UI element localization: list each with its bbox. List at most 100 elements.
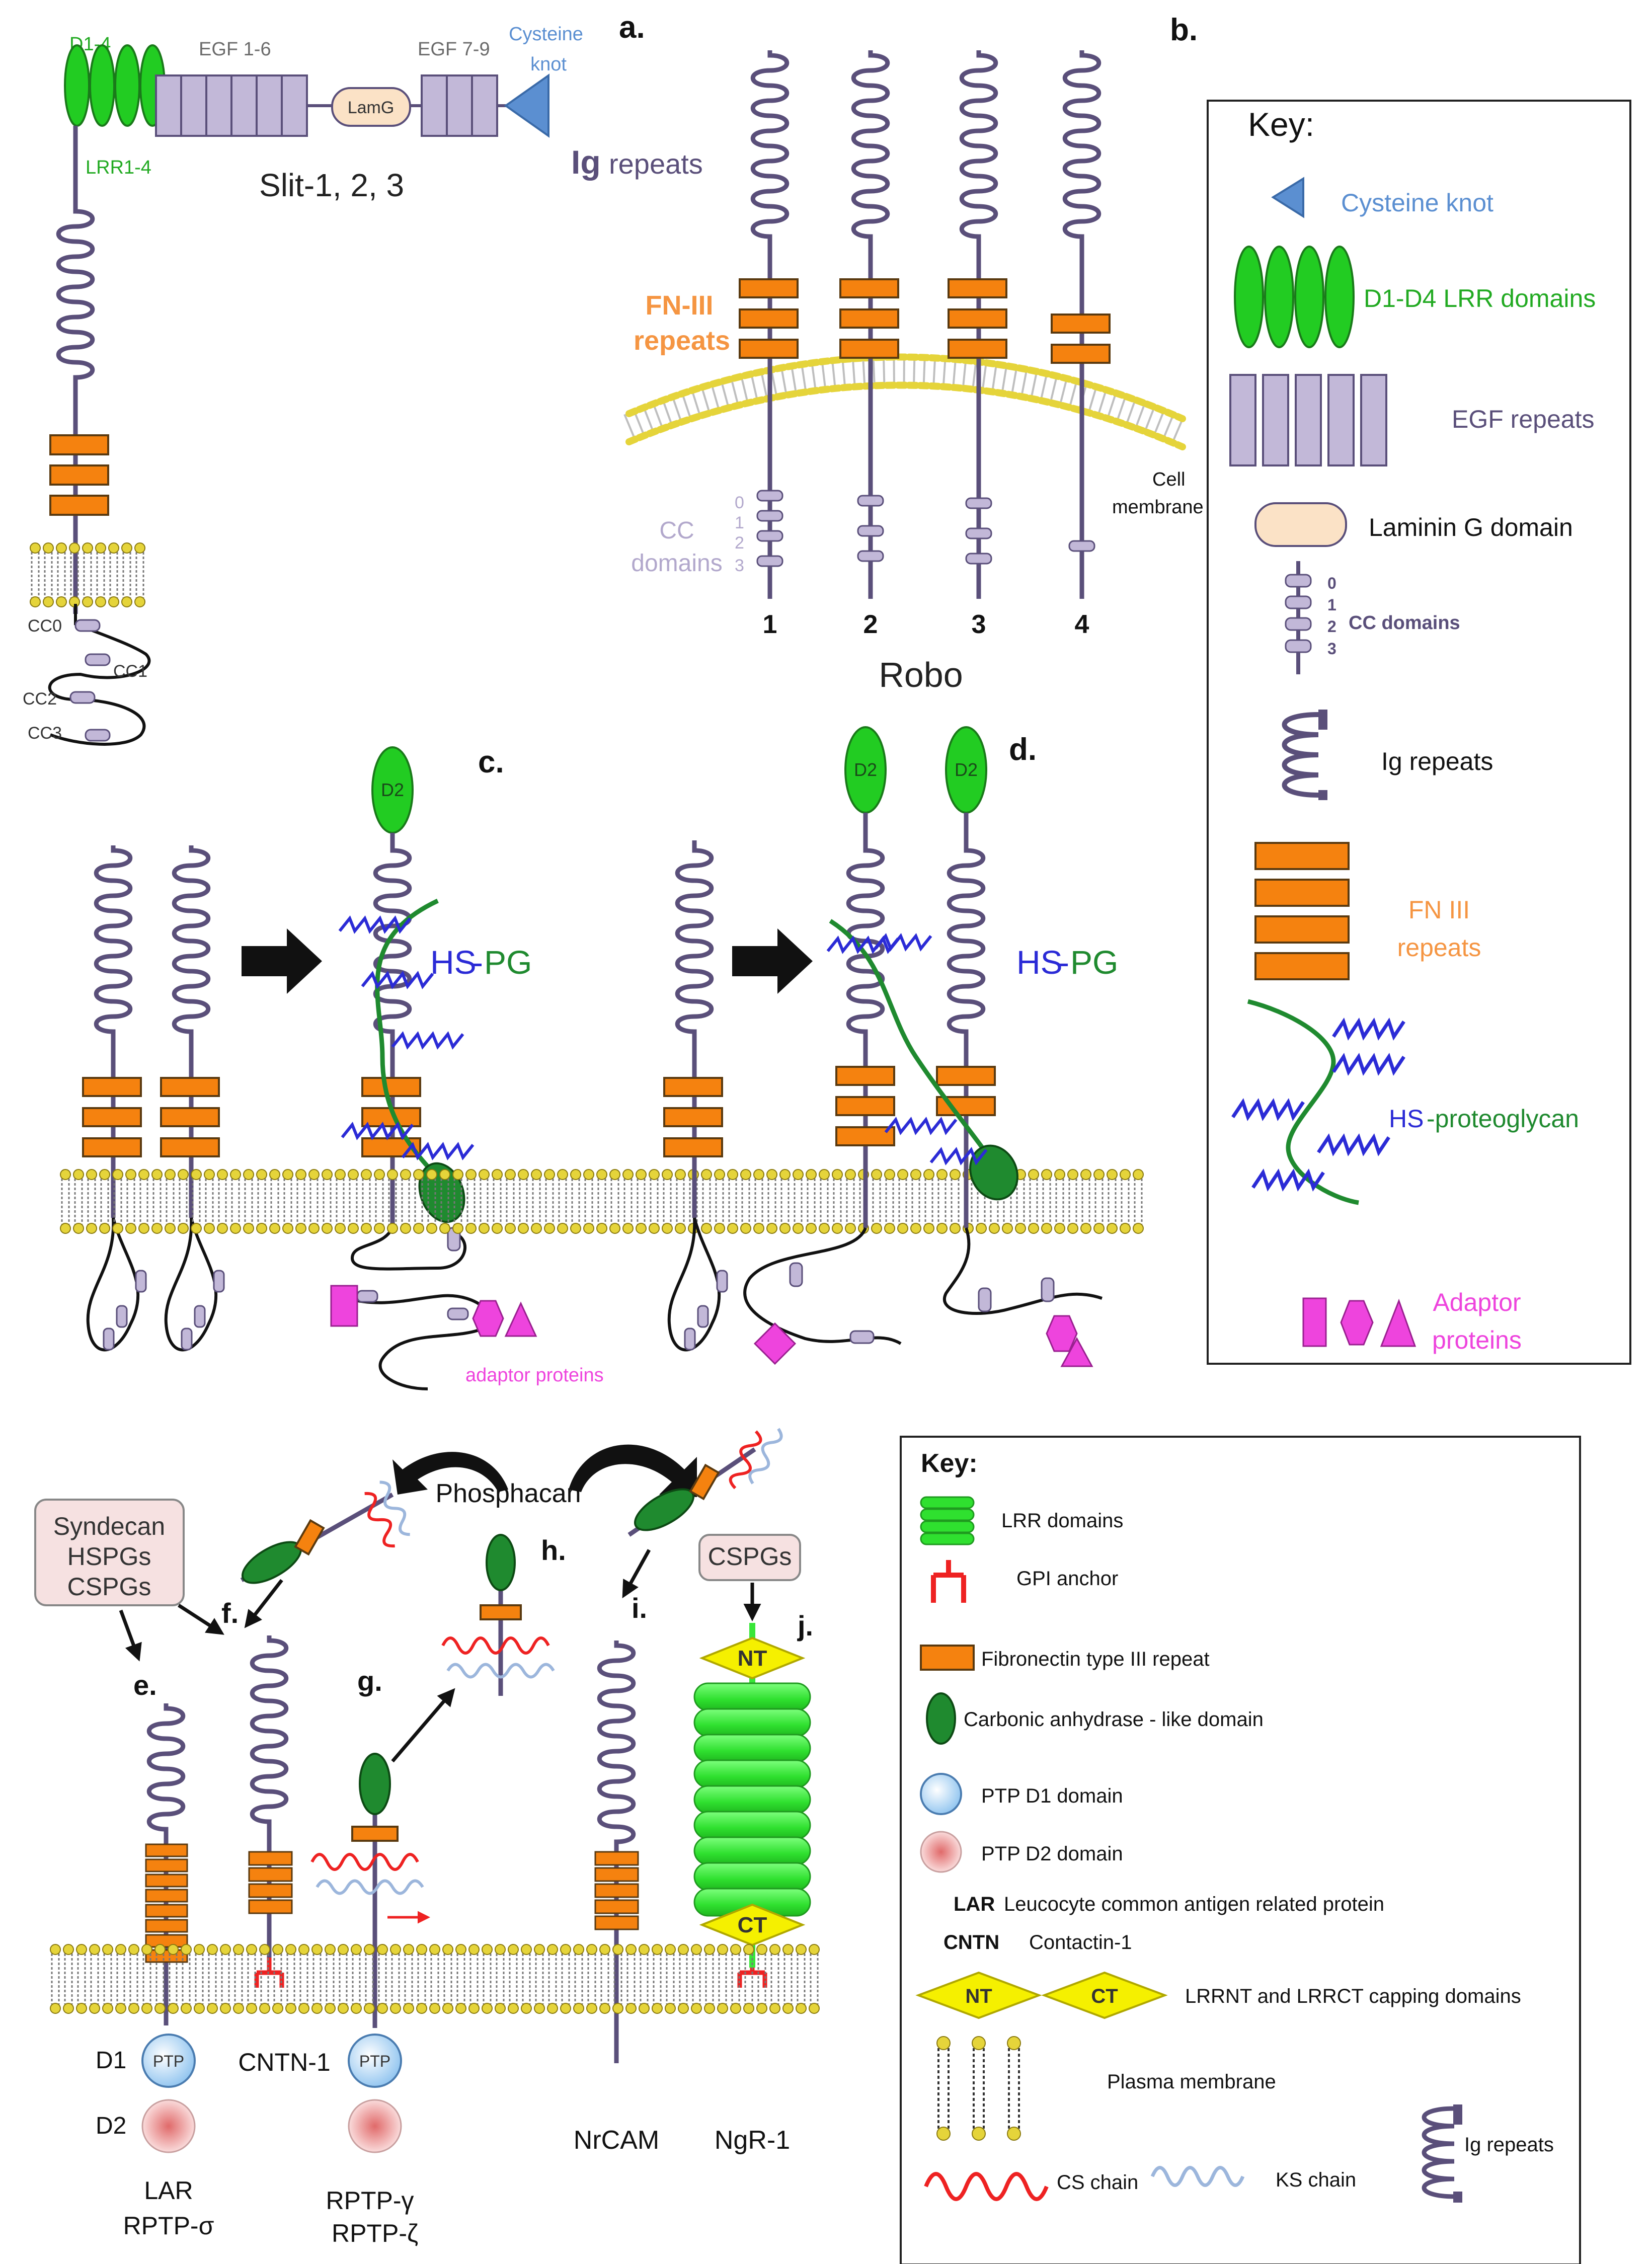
slit-egf16-label: EGF 1-6: [199, 39, 271, 60]
panel-a-cc-num-1: 1: [735, 513, 744, 532]
key2-gpi-icon: [931, 1560, 966, 1603]
panel-c: c. D2: [82, 745, 604, 1390]
key2-lrr-icon: [920, 1496, 975, 1545]
panel-d-d2-b: D2: [955, 759, 978, 780]
arrow-syndecan-f: [178, 1604, 224, 1635]
panel-d-d2-a: D2: [854, 759, 877, 780]
ngr-ct-label: CT: [738, 1913, 767, 1937]
key2-nt-icon: [915, 1971, 1042, 2019]
panel-c-adaptor: adaptor proteins: [465, 1365, 604, 1386]
key2-ptp-d1-icon: [920, 1773, 962, 1815]
panel-d-hs: HS: [1016, 944, 1063, 981]
key2-ig-icon: [1422, 2104, 1462, 2203]
key-adaptor-label-2: proteins: [1432, 1326, 1522, 1354]
key2-cntn-full: Contactin-1: [1029, 1931, 1132, 1954]
slit-lrr-domains: [64, 44, 166, 127]
slit-cys-label-2: knot: [530, 54, 567, 75]
robo-num-2: 2: [863, 610, 878, 639]
d1-label: D1: [96, 2047, 126, 2074]
key2-cntn-abbr: CNTN: [943, 1931, 999, 1954]
key-hs-label-2: -proteoglycan: [1427, 1105, 1579, 1133]
slit-cc2: CC2: [23, 689, 57, 709]
panel-a-letter: a.: [619, 10, 645, 45]
receptor-i-nrcam: [594, 1641, 639, 2063]
panel-d-letter: d.: [1009, 732, 1037, 767]
key2-fn-label: Fibronectin type III repeat: [981, 1648, 1210, 1670]
label-i: i.: [632, 1592, 647, 1624]
slit-cc0: CC0: [28, 616, 62, 636]
label-e: e.: [133, 1669, 157, 1701]
receptor-g-rptp: PTP: [310, 1753, 430, 2153]
panel-a-robo: a. Ig repeats FN-III repeats Cell membra…: [571, 10, 1204, 694]
key2-ct-icon: [1041, 1971, 1168, 2019]
panel-d-arrow: [732, 928, 813, 994]
d2-label: D2: [96, 2113, 126, 2139]
label-j: j.: [797, 1610, 813, 1642]
robo-membrane-arc: [623, 353, 1189, 450]
rptp-gamma-label: RPTP-γ: [326, 2187, 414, 2215]
phosphacan-label: Phosphacan: [435, 1479, 581, 1508]
slit-cc1: CC1: [113, 662, 147, 681]
panel-c-dash: -: [472, 944, 483, 981]
panel-c-receptor-right: [160, 845, 225, 1352]
robo-2: [839, 50, 899, 599]
panel-c-pg: PG: [484, 944, 532, 981]
robo-label: Robo: [879, 655, 963, 694]
slit-membrane: [30, 542, 145, 607]
key-fn-label-2: repeats: [1397, 933, 1481, 962]
panel-d-dimer: D2 D2: [743, 726, 1103, 1367]
panel-a-cell-1: Cell: [1152, 469, 1185, 490]
key-cc-num-1: 1: [1327, 596, 1336, 614]
syndecan-line-2: HSPGs: [67, 1542, 151, 1571]
key-ig-icon: [1282, 710, 1327, 800]
arrow-phos-i: [622, 1549, 651, 1599]
key-adaptor-label-1: Adaptor: [1433, 1288, 1521, 1316]
slit-egf-7-9: [421, 74, 498, 137]
key-2-box: [900, 1436, 1581, 2264]
panel-c-letter: c.: [478, 745, 504, 779]
key2-membrane-label: Plasma membrane: [1107, 2071, 1276, 2093]
key-cysteine-label: Cysteine knot: [1341, 189, 1493, 217]
robo-num-3: 3: [972, 610, 986, 639]
robo-1: [739, 50, 799, 599]
panel-a-fn-2: repeats: [634, 326, 730, 356]
key2-ks-icon: [1150, 2166, 1245, 2187]
key2-ptp-d1-label: PTP D1 domain: [981, 1785, 1123, 1807]
panel-b-letter: b.: [1170, 13, 1198, 47]
panel-a-cc-2: domains: [631, 550, 722, 577]
slit-lrr-label: LRR1-4: [86, 157, 151, 178]
syndecan-line-1: Syndecan: [53, 1512, 165, 1540]
slit-egf-1-6: [155, 74, 308, 137]
key2-ca-icon: [926, 1692, 956, 1745]
label-f: f.: [221, 1597, 239, 1629]
panel-c-d2: D2: [381, 779, 404, 800]
phosphacan-left: [240, 1480, 410, 1584]
receptor-e-lar: PTP: [141, 1703, 196, 2153]
key2-ct-label: CT: [1091, 1985, 1118, 2007]
key-fn-icon: [1254, 842, 1350, 980]
panel-c-bound-receptor: D2: [330, 746, 537, 1390]
receptor-f-cntn: [248, 1635, 293, 1988]
arrow-g-h: [391, 1688, 455, 1763]
robo-num-4: 4: [1075, 610, 1089, 639]
syndecan-line-3: CSPGs: [67, 1573, 151, 1601]
key-1-title: Key:: [1248, 106, 1314, 143]
key-cc-label: CC domains: [1349, 612, 1460, 634]
panel-a-ig-rest: repeats: [609, 148, 703, 180]
rptp-sigma-label: RPTP-σ: [123, 2212, 214, 2240]
arrow-syndecan-e: [119, 1609, 142, 1662]
key-laminin-icon: [1254, 502, 1347, 547]
slit-cys-label-1: Cysteine: [509, 24, 583, 45]
slit-cysteine-knot: [504, 73, 549, 138]
key-egf-icon: [1229, 374, 1387, 466]
ngr-label: NgR-1: [715, 2126, 790, 2155]
key-lrr-icon: [1234, 246, 1355, 348]
slit-protein: D1-4 LRR1-4 EGF 1-6 LamG EGF 7-9 C: [23, 24, 583, 746]
cntn-label: CNTN-1: [238, 2048, 330, 2076]
key2-cs-icon: [924, 2172, 1049, 2201]
ptp-b-label: PTP: [359, 2052, 390, 2070]
cspgs-label: CSPGs: [708, 1542, 792, 1571]
key-cc-num-2: 2: [1327, 617, 1336, 636]
key-lrr-label: D1-D4 LRR domains: [1364, 284, 1596, 313]
